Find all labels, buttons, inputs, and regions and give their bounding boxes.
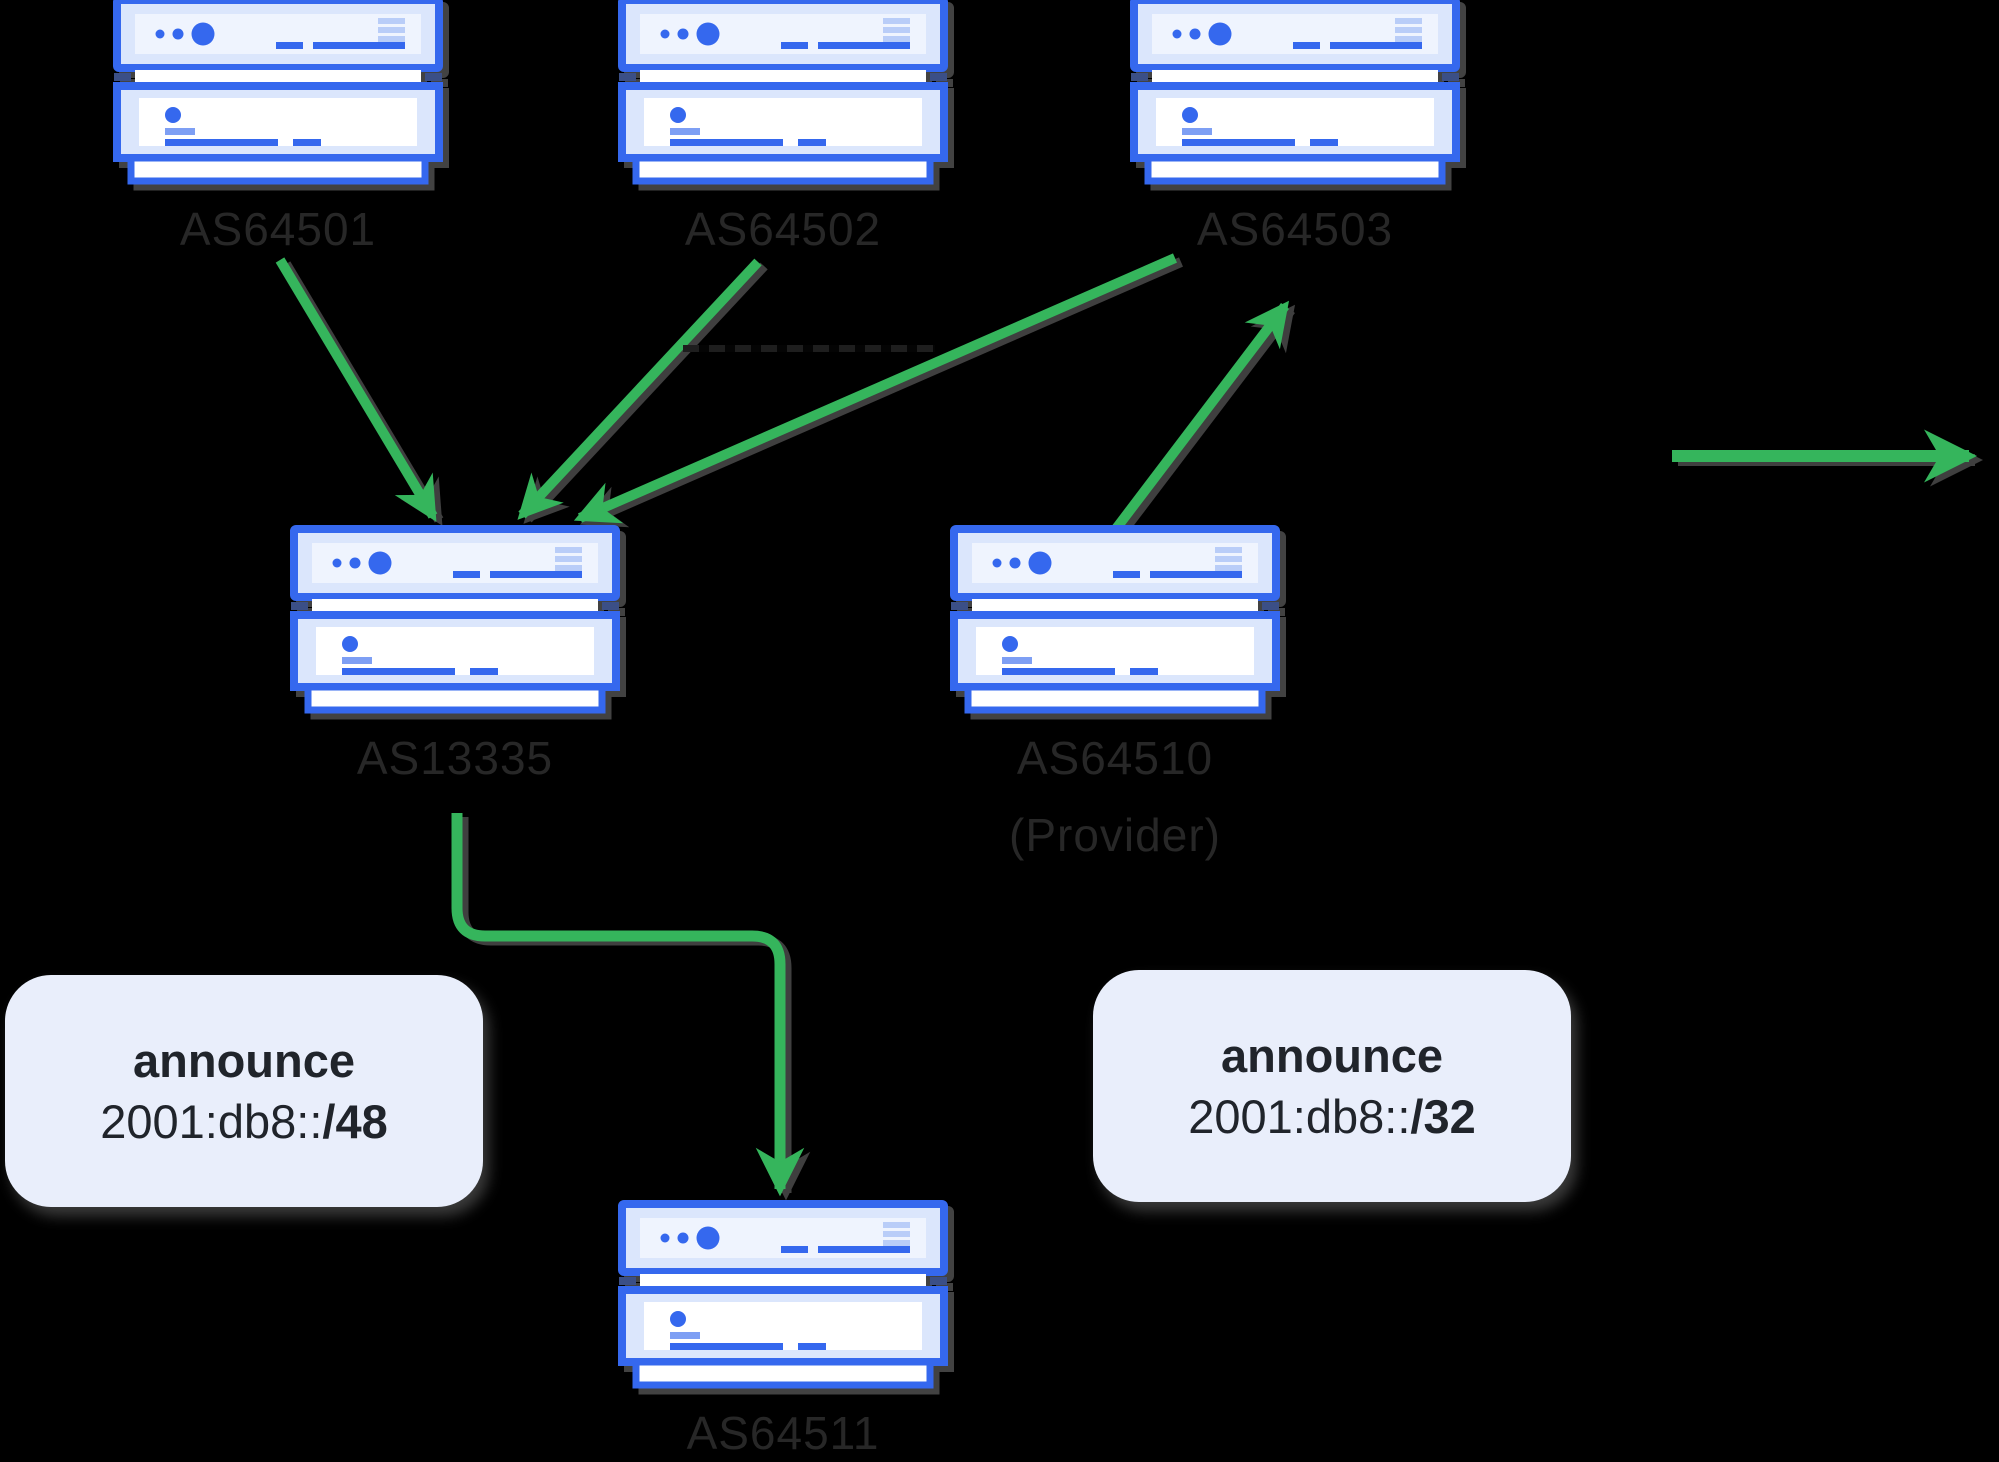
arrow-as64502-to-as13335 bbox=[517, 258, 762, 520]
callout-prefix: 2001:db8::/48 bbox=[100, 1095, 388, 1148]
peer-link-dashed bbox=[683, 345, 935, 352]
node-as13335: AS13335 bbox=[290, 525, 620, 784]
node-as64501: AS64501 bbox=[113, 0, 443, 255]
node-sublabel: (Provider) bbox=[1009, 808, 1221, 861]
node-label: AS64503 bbox=[1196, 203, 1394, 255]
node-as64502: AS64502 bbox=[618, 0, 948, 255]
node-as64510: AS64510 (Provider) bbox=[950, 525, 1280, 860]
node-as64503: AS64503 bbox=[1130, 0, 1460, 255]
server-icon bbox=[1130, 0, 1460, 185]
server-icon bbox=[618, 1200, 948, 1389]
callout-title: announce bbox=[133, 1034, 355, 1087]
node-as64511: AS64511 bbox=[618, 1200, 948, 1459]
node-label: AS64511 bbox=[686, 1407, 880, 1459]
node-label: AS64502 bbox=[684, 203, 882, 255]
arrow-as64510-to-as64503 bbox=[1111, 300, 1290, 534]
node-label: AS13335 bbox=[356, 732, 554, 784]
callout-announce-32: announce 2001:db8::/32 bbox=[1093, 970, 1571, 1202]
arrow-as64503-to-as13335 bbox=[573, 253, 1178, 524]
server-icon bbox=[113, 0, 443, 185]
callout-announce-48: announce 2001:db8::/48 bbox=[5, 975, 483, 1207]
arrow-as64501-to-as13335 bbox=[275, 257, 438, 522]
server-icon bbox=[618, 0, 948, 185]
callout-prefix: 2001:db8::/32 bbox=[1188, 1090, 1476, 1143]
callout-title: announce bbox=[1221, 1029, 1443, 1082]
node-label: AS64501 bbox=[179, 203, 377, 255]
arrow-as13335-to-as64511 bbox=[451, 813, 805, 1197]
server-icon bbox=[290, 525, 620, 714]
node-label: AS64510 bbox=[1016, 732, 1214, 784]
server-icon bbox=[950, 525, 1280, 714]
